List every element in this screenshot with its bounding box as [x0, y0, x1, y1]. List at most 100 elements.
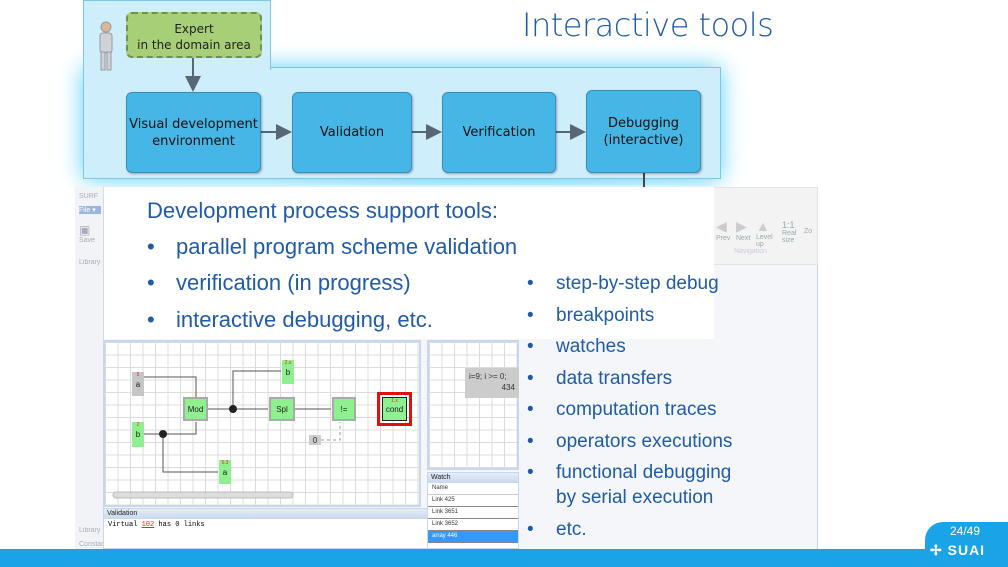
bullet-dot: •	[147, 307, 155, 332]
footer-bar	[0, 549, 1008, 567]
bullet-text: watches	[556, 336, 626, 357]
bullet-text: by serial execution	[556, 487, 714, 508]
level-up-button[interactable]: ▲Level up	[756, 218, 774, 248]
node-tag: 1.x	[391, 398, 398, 404]
bullet-text: interactive debugging, etc.	[176, 307, 433, 332]
person-icon	[96, 20, 116, 72]
right-bullet-item: by serial execution	[527, 485, 713, 510]
library-tab[interactable]: Library	[79, 527, 101, 534]
file-menu[interactable]: File ▾	[79, 206, 101, 214]
bullet-text: breakpoints	[556, 305, 655, 326]
slide-title: Interactive tools	[522, 6, 774, 44]
library-sidebar: SURF File ▾ ▣ Save Library MainfunSplTGW…	[75, 187, 104, 550]
debug-canvas[interactable]: i=9; i >= 0;434	[427, 340, 519, 470]
stage-label: (interactive)	[603, 132, 684, 148]
ribbon-group-label: Navigation	[734, 248, 768, 255]
app-title: SURF	[79, 193, 99, 200]
watch-column-header: Name	[428, 483, 518, 495]
bullet-dot: •	[527, 368, 534, 389]
zoom-button[interactable]: Zo	[804, 228, 813, 235]
expert-line1: Expert	[174, 22, 214, 36]
neq-node[interactable]: !=	[332, 397, 356, 421]
msg-text: has 0 links	[154, 521, 205, 529]
bullet-dot: •	[527, 431, 534, 452]
real-size-icon: 1:1	[782, 220, 795, 230]
mod-node[interactable]: Mod	[183, 397, 208, 421]
stage-verification: Verification	[442, 92, 556, 173]
watch-row[interactable]: Link 3652	[428, 519, 518, 531]
stage-label: Debugging	[607, 115, 680, 131]
next-icon: ▶	[736, 218, 747, 234]
node-label: b	[285, 367, 291, 377]
stage-label: Validation	[319, 125, 385, 140]
bullet-dot: •	[527, 462, 534, 483]
save-button[interactable]: Save	[79, 237, 95, 244]
page-number: 24/49	[950, 524, 981, 538]
prev-label: Prev	[716, 235, 731, 242]
right-bullet-item: •etc.	[527, 517, 587, 542]
next-label: Next	[736, 235, 751, 242]
right-bullet-item: • breakpoints	[527, 303, 654, 328]
right-bullet-item: •computation traces	[527, 397, 717, 422]
left-bullet-item: •parallel program scheme validation	[147, 234, 517, 260]
node-tag: 2	[136, 422, 140, 428]
node-label: b	[135, 430, 141, 439]
logo-text: SUAI	[947, 542, 986, 558]
prev-button[interactable]: ◀Prev	[716, 218, 730, 242]
node-label: !=	[340, 404, 348, 414]
next-button[interactable]: ▶Next	[736, 218, 750, 242]
diagram-arrows	[185, 58, 645, 190]
content-heading: Development process support tools:	[147, 198, 498, 223]
right-bullet-item: •functional debugging	[527, 460, 731, 485]
bullet-text: step-by-step debug	[556, 273, 719, 294]
node-label: 0	[312, 435, 318, 445]
right-bullet-item: •data transfers	[527, 366, 672, 391]
watch-row[interactable]: array 446	[428, 531, 518, 543]
const-node-zero[interactable]: 0	[309, 435, 321, 445]
node-label: a	[135, 379, 141, 389]
stage-label: Verification	[462, 125, 536, 140]
bullet-dot: •	[527, 273, 534, 294]
node-label: a	[222, 467, 228, 477]
scheme-links	[112, 370, 341, 499]
footer-tab	[925, 522, 1008, 552]
node-tag: 5	[136, 372, 140, 378]
watch-row[interactable]: Link 425	[428, 495, 518, 507]
node-tag: 2.x	[284, 360, 292, 366]
left-bullet-item: •verification (in progress)	[147, 270, 411, 296]
stage-label: Visual development	[129, 116, 258, 132]
bullet-dot: •	[527, 336, 534, 357]
node-label: Mod	[187, 404, 204, 414]
text-overlay	[104, 187, 714, 339]
constants-tab[interactable]: Constant	[79, 541, 103, 548]
level-up-label: Level up	[756, 234, 773, 248]
node-label: cond	[385, 404, 404, 414]
watch-header: Watch	[428, 473, 518, 483]
bullet-text: etc.	[556, 519, 587, 540]
spl-node[interactable]: Spl	[269, 397, 295, 421]
msg-text: Virtual	[108, 521, 142, 529]
prev-icon: ◀	[716, 218, 727, 234]
save-icon[interactable]: ▣	[79, 223, 91, 237]
library-header: Library	[79, 259, 101, 266]
watch-row[interactable]: Link 3651	[428, 507, 518, 519]
node-tag: 5.3	[221, 460, 229, 466]
suai-logo: ✢ SUAI	[930, 542, 985, 559]
virtual-link[interactable]: 102	[141, 521, 155, 529]
bullet-text: parallel program scheme validation	[176, 234, 518, 259]
bullet-text: operators executions	[556, 431, 733, 452]
left-bullet-item: • interactive debugging, etc.	[147, 307, 433, 333]
expert-line2: in the domain area	[137, 38, 251, 52]
logo-icon: ✢	[930, 542, 948, 558]
bullet-dot: •	[527, 305, 534, 326]
